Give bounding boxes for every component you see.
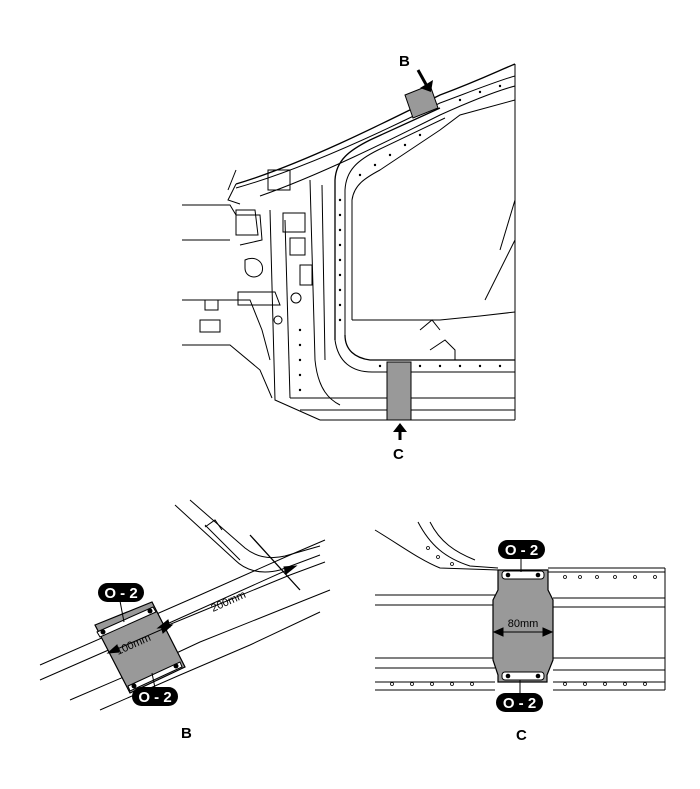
detail-b-callout-bottom: O - 2 xyxy=(132,687,178,706)
svg-text:O - 2: O - 2 xyxy=(138,689,171,706)
main-label-c: C xyxy=(393,446,404,463)
detail-c-rocker xyxy=(374,521,666,691)
detail-c-callout-bottom: O - 2 xyxy=(496,693,543,712)
detail-c-rivet-plate-top xyxy=(501,570,545,580)
svg-text:O - 2: O - 2 xyxy=(503,695,536,712)
detail-b-label: B xyxy=(181,725,192,742)
detail-c-weld-dots xyxy=(390,546,657,686)
main-label-b: B xyxy=(399,53,410,70)
detail-b-callout-top: O - 2 xyxy=(98,583,144,602)
main-weld-dots xyxy=(298,84,502,392)
detail-c-dim-80-label: 80mm xyxy=(508,618,539,630)
svg-text:O - 2: O - 2 xyxy=(505,542,538,559)
main-arrow-b xyxy=(416,69,433,92)
detail-c-callout-top: O - 2 xyxy=(498,540,545,559)
main-patch-b xyxy=(404,84,439,119)
detail-b-rivet-plate-top xyxy=(96,606,157,638)
main-arrow-c xyxy=(393,423,407,440)
detail-c-label: C xyxy=(516,727,527,744)
detail-b-rivet-plate-bottom xyxy=(127,661,183,692)
main-patch-c xyxy=(386,361,412,421)
svg-text:O - 2: O - 2 xyxy=(104,585,137,602)
main-body-side-view xyxy=(182,63,516,421)
detail-c-dim-80 xyxy=(492,627,554,637)
detail-b-dim-200-label: 200mm xyxy=(209,589,247,615)
detail-c-rivet-plate-bottom xyxy=(501,671,545,681)
detail-c-patch xyxy=(492,569,554,683)
detail-b-dim-100 xyxy=(106,624,174,654)
detail-b-roof-rail xyxy=(39,499,331,711)
